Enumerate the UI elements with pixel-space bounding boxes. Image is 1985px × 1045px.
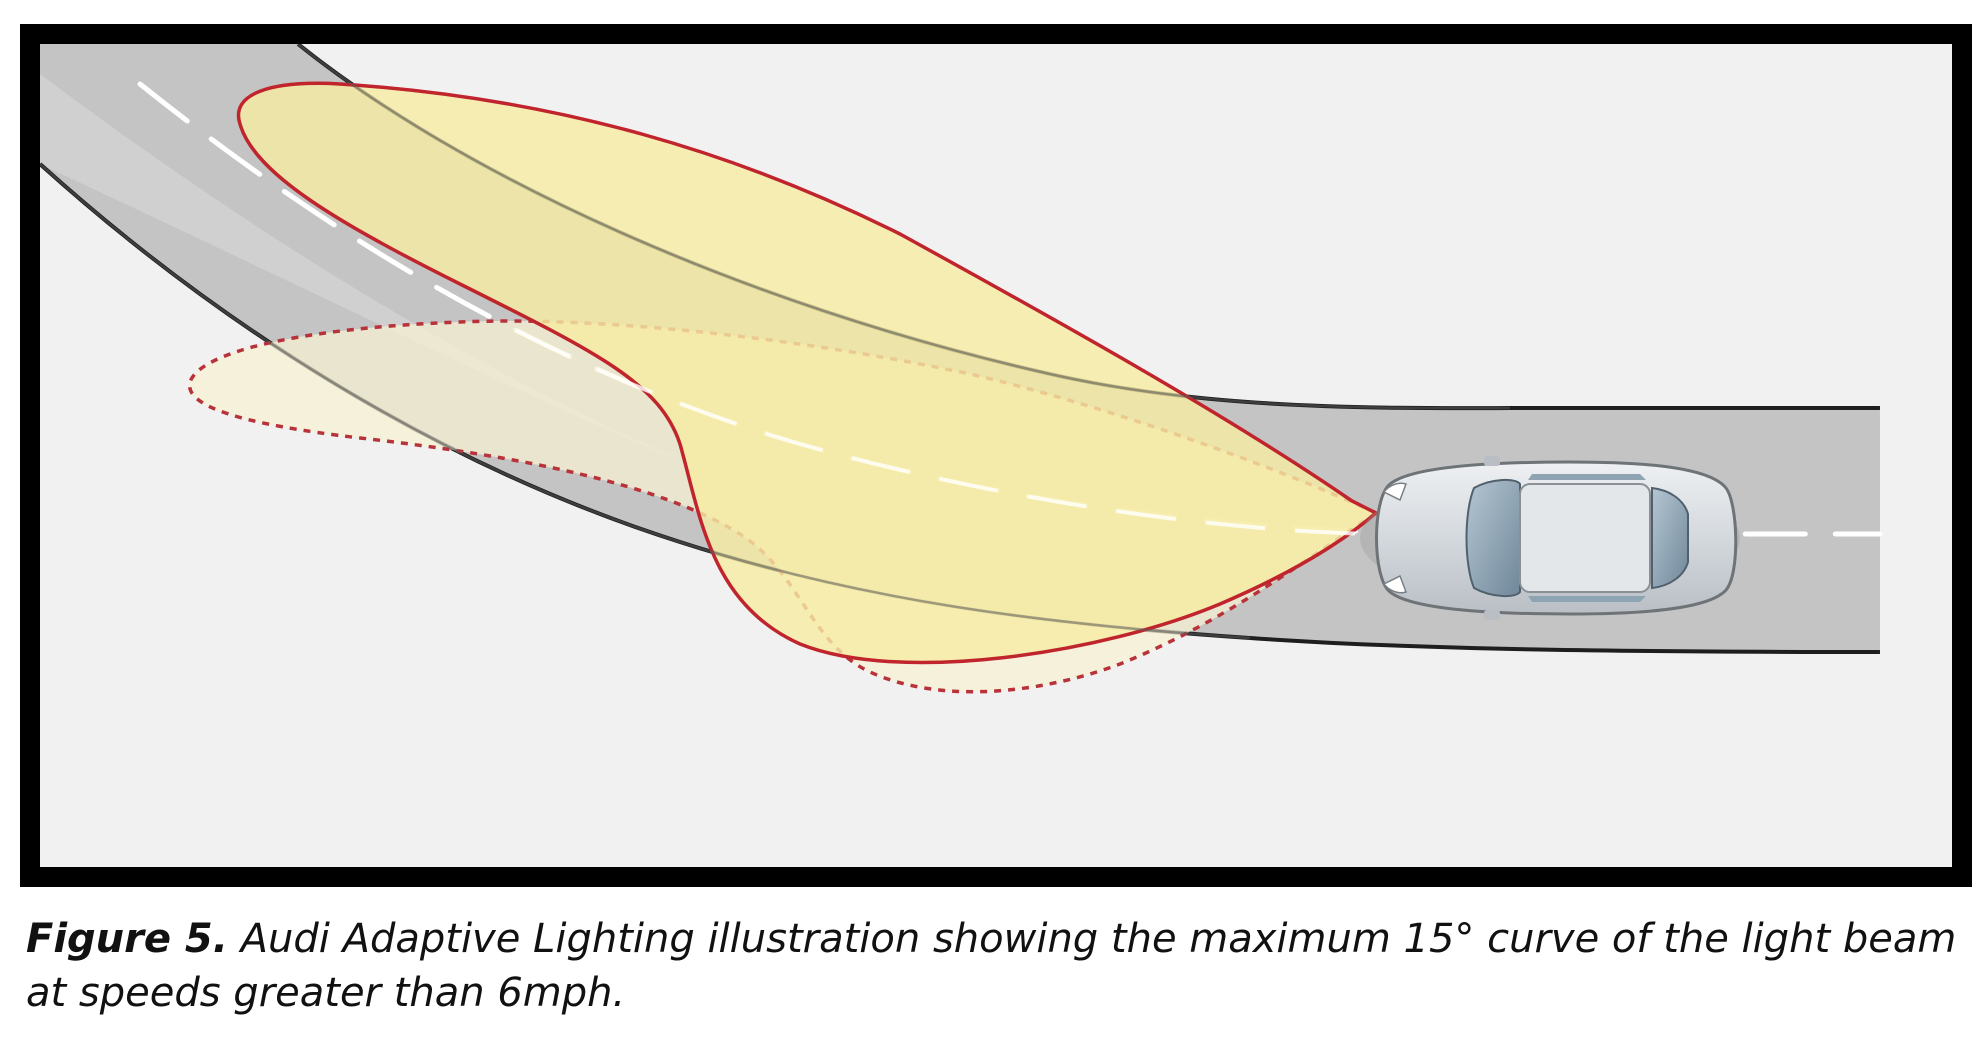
- lane-marking-overlay: [138, 82, 1377, 536]
- figure-label: Figure 5.: [26, 916, 228, 962]
- car-windshield: [1465, 478, 1521, 598]
- road-outer-edge-overlay: [40, 163, 1251, 640]
- car-mirror-bottom: [1484, 610, 1500, 620]
- figure-frame: [20, 24, 1972, 887]
- adaptive-lighting-illustration: [40, 44, 1952, 867]
- car-roof: [1519, 483, 1651, 593]
- car-side-window-top: [1528, 474, 1646, 480]
- figure-caption: Figure 5. Audi Adaptive Lighting illustr…: [26, 912, 1966, 1020]
- car-headlight-left: [1382, 482, 1407, 502]
- road-inner-edge-overlay: [297, 44, 1511, 410]
- car-top-view: [1360, 456, 1740, 620]
- car-rear-window: [1651, 486, 1689, 590]
- car-headlight-right: [1382, 574, 1407, 594]
- car-side-window-bottom: [1528, 596, 1646, 602]
- headlight-beam-swivelled: [236, 81, 1380, 665]
- figure-caption-text: Audi Adaptive Lighting illustration show…: [26, 916, 1957, 1016]
- car-mirror-top: [1484, 456, 1500, 466]
